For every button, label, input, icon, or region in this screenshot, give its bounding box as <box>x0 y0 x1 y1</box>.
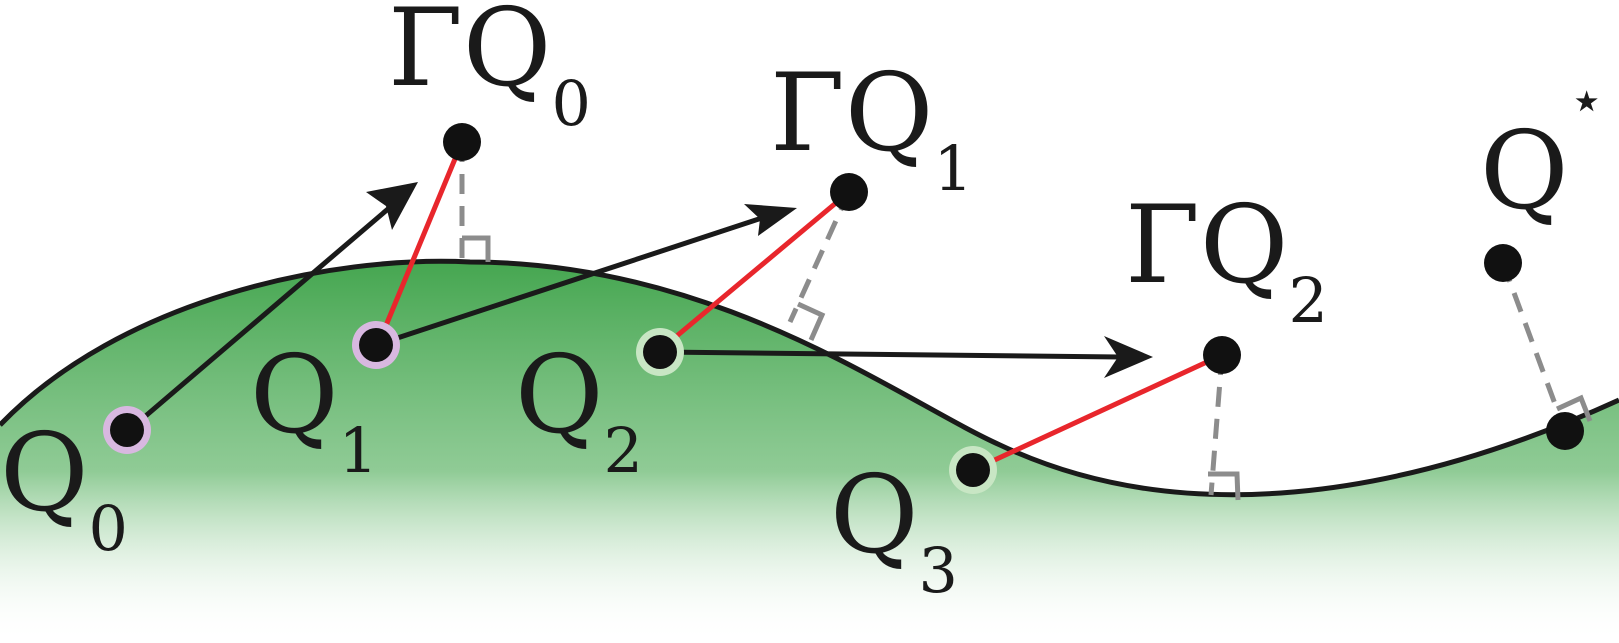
residual-q2 <box>658 190 851 352</box>
label-q1: Q1 <box>250 333 378 487</box>
boundary-curve <box>0 258 1619 498</box>
point-gq1 <box>830 173 868 211</box>
label-q2: Q2 <box>515 333 643 487</box>
point-gq0 <box>443 123 481 161</box>
right-angle-markers <box>462 235 1593 501</box>
projection-lines <box>459 142 1568 496</box>
arrow-q1-shaft <box>375 214 766 348</box>
arrow-q0-shaft <box>126 201 397 433</box>
point-q0 <box>110 413 144 447</box>
right-angle-gq0 <box>462 235 491 262</box>
point-qstar-projection <box>1546 412 1584 450</box>
right-angle-gq1 <box>796 301 826 342</box>
points <box>103 123 1584 494</box>
arrow-q1-head <box>744 204 797 236</box>
point-q2 <box>643 335 677 369</box>
right-angle-gq2 <box>1208 471 1241 501</box>
residual-q1 <box>377 141 465 341</box>
feasible-region <box>0 261 1619 643</box>
point-q1 <box>359 328 393 362</box>
projection-gq1 <box>787 190 852 324</box>
right-angle-qstar <box>1555 394 1593 422</box>
projection-gq2 <box>1208 354 1225 496</box>
label-gq2: ΓQ2 <box>1125 183 1328 337</box>
label-q0: Q0 <box>0 411 128 565</box>
point-qstar <box>1484 244 1522 282</box>
point-q3 <box>956 453 990 487</box>
step-arrows <box>126 182 1153 433</box>
residual-q3 <box>971 352 1224 473</box>
label-gq0: ΓQ0 <box>388 0 591 140</box>
point-gq2 <box>1203 336 1241 374</box>
residual-segments <box>377 141 1224 473</box>
label-q3: Q3 <box>830 453 958 607</box>
labels: ΓQ0 ΓQ1 ΓQ2 Q0 Q1 Q2 Q3 Q⋆ <box>0 0 1605 607</box>
arrow-q2-shaft <box>659 349 1121 360</box>
arrow-q0-head <box>366 182 418 230</box>
arrow-q2-head <box>1104 336 1153 378</box>
label-gq1: ΓQ1 <box>770 51 973 205</box>
label-qstar: Q⋆ <box>1480 66 1605 234</box>
projection-qstar <box>1500 262 1568 432</box>
